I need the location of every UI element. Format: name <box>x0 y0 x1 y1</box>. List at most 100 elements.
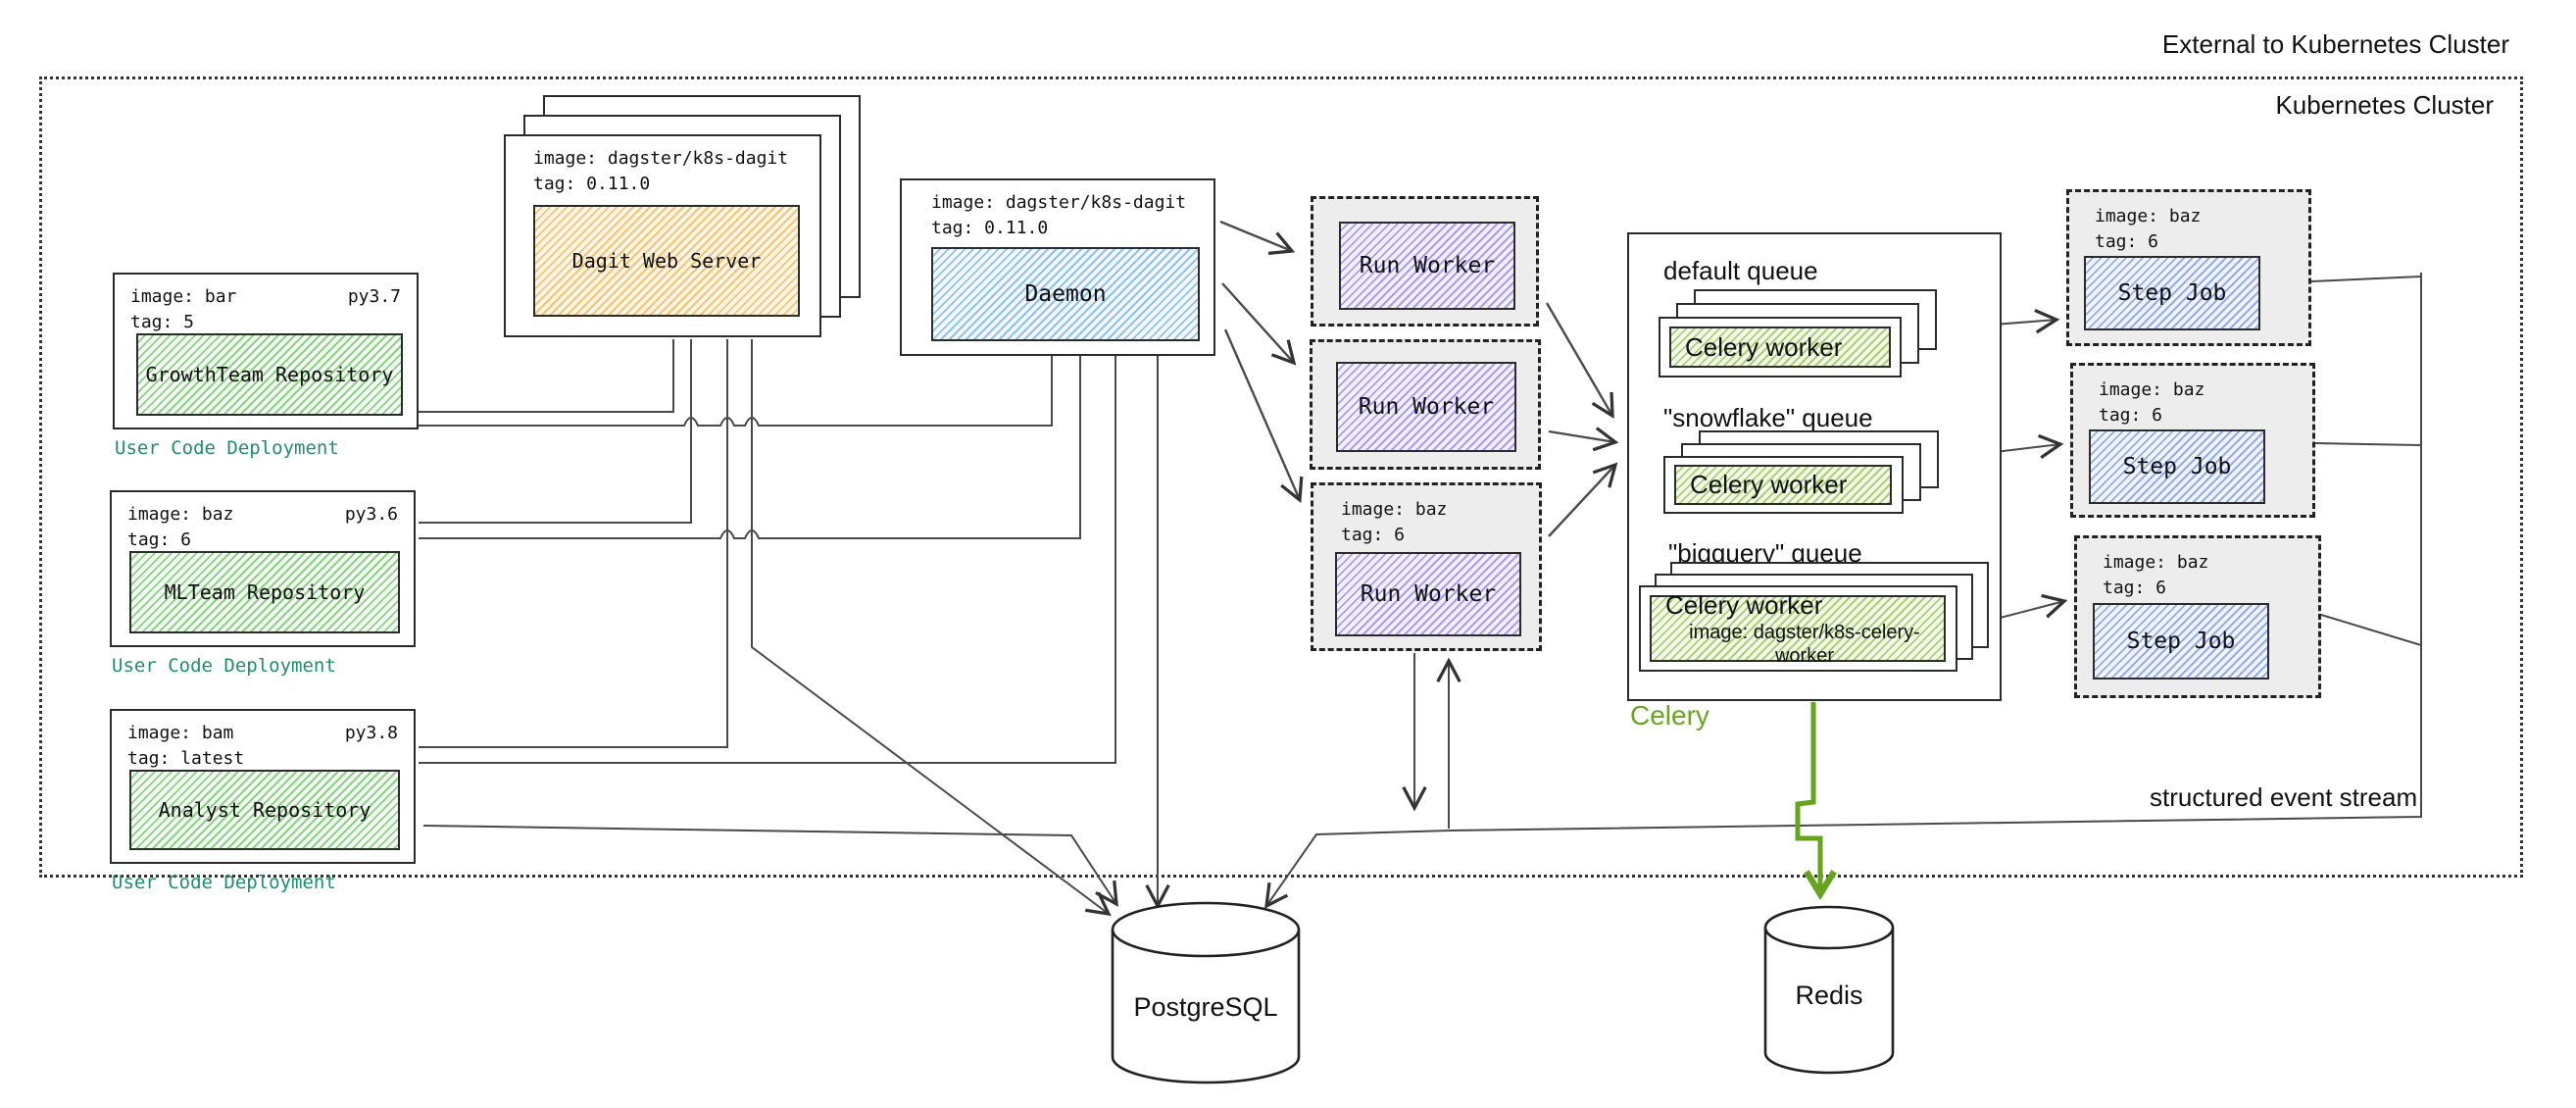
step-job-2-node: Step Job <box>2089 429 2265 504</box>
bigquery-queue-worker-node: Celery worker image: dagster/k8s-celery-… <box>1650 590 1946 667</box>
step-job-1-image-text: image: baz <box>2095 206 2202 227</box>
wire-runworker1-to-celery <box>1545 302 1614 420</box>
wire-growthteam-to-dagit <box>419 339 674 413</box>
redis-database: Redis <box>1762 904 1896 1081</box>
redis-label: Redis <box>1795 981 1862 1010</box>
wire-runworker3-to-celery <box>1548 462 1618 537</box>
dagit-tag-text: tag: 0.11.0 <box>533 174 651 194</box>
deployment-growthteam-box: image: bar py3.7 tag: 5 GrowthTeam Repos… <box>113 273 419 429</box>
analyst-python-text: py3.8 <box>344 723 398 743</box>
wire-event-stream <box>1264 273 2422 909</box>
daemon-tag-text: tag: 0.11.0 <box>931 218 1049 238</box>
run-worker-1-node: Run Worker <box>1339 222 1515 310</box>
step-job-3-node: Step Job <box>2093 603 2269 680</box>
wire-celery-to-redis <box>1795 702 1837 901</box>
growthteam-caption: User Code Deployment <box>115 437 339 459</box>
growthteam-repository-label: GrowthTeam Repository <box>145 363 394 386</box>
mlteam-tag-text: tag: 6 <box>127 529 192 550</box>
event-stream-label: structured event stream <box>2150 782 2418 812</box>
wire-daemon-to-runworker-1 <box>1219 220 1296 255</box>
mlteam-image-text: image: baz <box>127 504 234 525</box>
wire-stepjob1-stub <box>2310 276 2422 282</box>
analyst-tag-text: tag: latest <box>127 748 245 769</box>
step-job-2-label: Step Job <box>2122 454 2232 479</box>
analyst-caption: User Code Deployment <box>112 872 336 893</box>
wire-daemon-to-runworker-2 <box>1221 282 1297 366</box>
run-worker-2-node: Run Worker <box>1336 362 1516 452</box>
wire-runworker2-to-celery <box>1548 427 1619 452</box>
step-job-1-label: Step Job <box>2117 280 2227 306</box>
step-job-2-image-text: image: baz <box>2099 379 2205 400</box>
dagit-web-server-node: Dagit Web Server <box>533 205 800 317</box>
run-worker-3-node: Run Worker <box>1335 552 1521 636</box>
postgres-cylinder-icon: PostgreSQL <box>1111 901 1301 1084</box>
deployment-analyst-box: image: bam py3.8 tag: latest Analyst Rep… <box>110 709 416 864</box>
mlteam-caption: User Code Deployment <box>112 655 336 677</box>
daemon-node: Daemon <box>931 247 1200 341</box>
default-queue-label: default queue <box>1663 256 1818 285</box>
default-queue-worker-label: Celery worker <box>1685 331 1843 362</box>
run-worker-3-tag-text: tag: 6 <box>1341 525 1406 545</box>
wire-dagit-to-postgres <box>751 339 1112 917</box>
daemon-box: image: dagster/k8s-dagit tag: 0.11.0 Dae… <box>900 178 1215 356</box>
run-worker-1-label: Run Worker <box>1359 253 1496 278</box>
growthteam-repository-node: GrowthTeam Repository <box>136 333 403 416</box>
kubernetes-cluster-boundary <box>39 76 2523 878</box>
mlteam-python-text: py3.6 <box>344 504 398 525</box>
snowflake-queue-worker-label: Celery worker <box>1690 470 1848 499</box>
run-worker-2-pod: Run Worker <box>1310 339 1541 470</box>
growthteam-tag-text: tag: 5 <box>130 312 195 332</box>
postgres-database: PostgreSQL <box>1110 900 1302 1088</box>
step-job-3-label: Step Job <box>2126 629 2236 654</box>
snowflake-queue-worker-node: Celery worker <box>1674 465 1892 505</box>
analyst-image-text: image: bam <box>127 723 234 743</box>
wire-mlteam-to-dagit <box>419 339 692 524</box>
analyst-repository-node: Analyst Repository <box>129 770 400 850</box>
dagit-web-server-box: image: dagster/k8s-dagit tag: 0.11.0 Dag… <box>504 134 821 337</box>
run-worker-3-label: Run Worker <box>1360 581 1497 607</box>
mlteam-repository-node: MLTeam Repository <box>129 551 400 633</box>
bigquery-queue-worker-image: image: dagster/k8s-celery-worker <box>1689 621 1920 667</box>
wire-daemon-to-runworker-3 <box>1223 328 1304 504</box>
dagit-image-text: image: dagster/k8s-dagit <box>533 148 789 169</box>
dagit-web-server-label: Dagit Web Server <box>571 249 762 273</box>
step-job-1-pod: image: baz tag: 6 Step Job <box>2066 189 2311 346</box>
external-cluster-label: External to Kubernetes Cluster <box>2161 29 2509 59</box>
bigquery-queue-sheet-1: Celery worker image: dagster/k8s-celery-… <box>1639 585 1957 672</box>
bigquery-queue-worker-label: Celery worker <box>1665 589 1823 620</box>
snowflake-queue-sheet-1: Celery worker <box>1663 456 1904 514</box>
kubernetes-cluster-label: Kubernetes Cluster <box>2275 90 2494 120</box>
step-job-2-tag-text: tag: 6 <box>2099 405 2163 426</box>
celery-caption: Celery <box>1630 700 1709 730</box>
growthteam-python-text: py3.7 <box>347 286 401 307</box>
run-worker-3-image-text: image: baz <box>1341 499 1448 520</box>
growthteam-image-text: image: bar <box>130 286 237 307</box>
wire-analyst-to-dagit <box>419 339 728 748</box>
step-job-3-tag-text: tag: 6 <box>2103 578 2167 598</box>
wire-analyst-to-daemon <box>419 356 1116 764</box>
wire-mlteam-to-daemon <box>419 356 1081 539</box>
redis-cylinder-icon: Redis <box>1763 905 1895 1075</box>
daemon-label: Daemon <box>1024 281 1107 307</box>
wire-stepjob3-stub <box>2320 614 2422 646</box>
run-worker-2-label: Run Worker <box>1358 394 1495 420</box>
run-worker-3-pod: image: baz tag: 6 Run Worker <box>1311 482 1542 651</box>
run-worker-1-pod: Run Worker <box>1311 196 1539 327</box>
snowflake-queue-label: "snowflake" queue <box>1663 403 1873 432</box>
postgres-label: PostgreSQL <box>1133 992 1277 1022</box>
celery-box: default queue Celery worker "snowflake" … <box>1627 232 2002 701</box>
mlteam-repository-label: MLTeam Repository <box>164 580 366 604</box>
analyst-repository-label: Analyst Repository <box>158 798 372 822</box>
default-queue-worker-node: Celery worker <box>1669 327 1891 368</box>
daemon-image-text: image: dagster/k8s-dagit <box>931 192 1187 213</box>
deployment-mlteam-box: image: baz py3.6 tag: 6 MLTeam Repositor… <box>110 490 416 647</box>
wire-growthteam-to-daemon <box>419 356 1053 427</box>
step-job-3-pod: image: baz tag: 6 Step Job <box>2074 535 2321 698</box>
wire-event-stream-left <box>422 825 1118 907</box>
default-queue-sheet-1: Celery worker <box>1659 317 1902 378</box>
step-job-2-pod: image: baz tag: 6 Step Job <box>2070 363 2315 518</box>
step-job-1-tag-text: tag: 6 <box>2095 231 2159 252</box>
step-job-1-node: Step Job <box>2084 256 2260 330</box>
